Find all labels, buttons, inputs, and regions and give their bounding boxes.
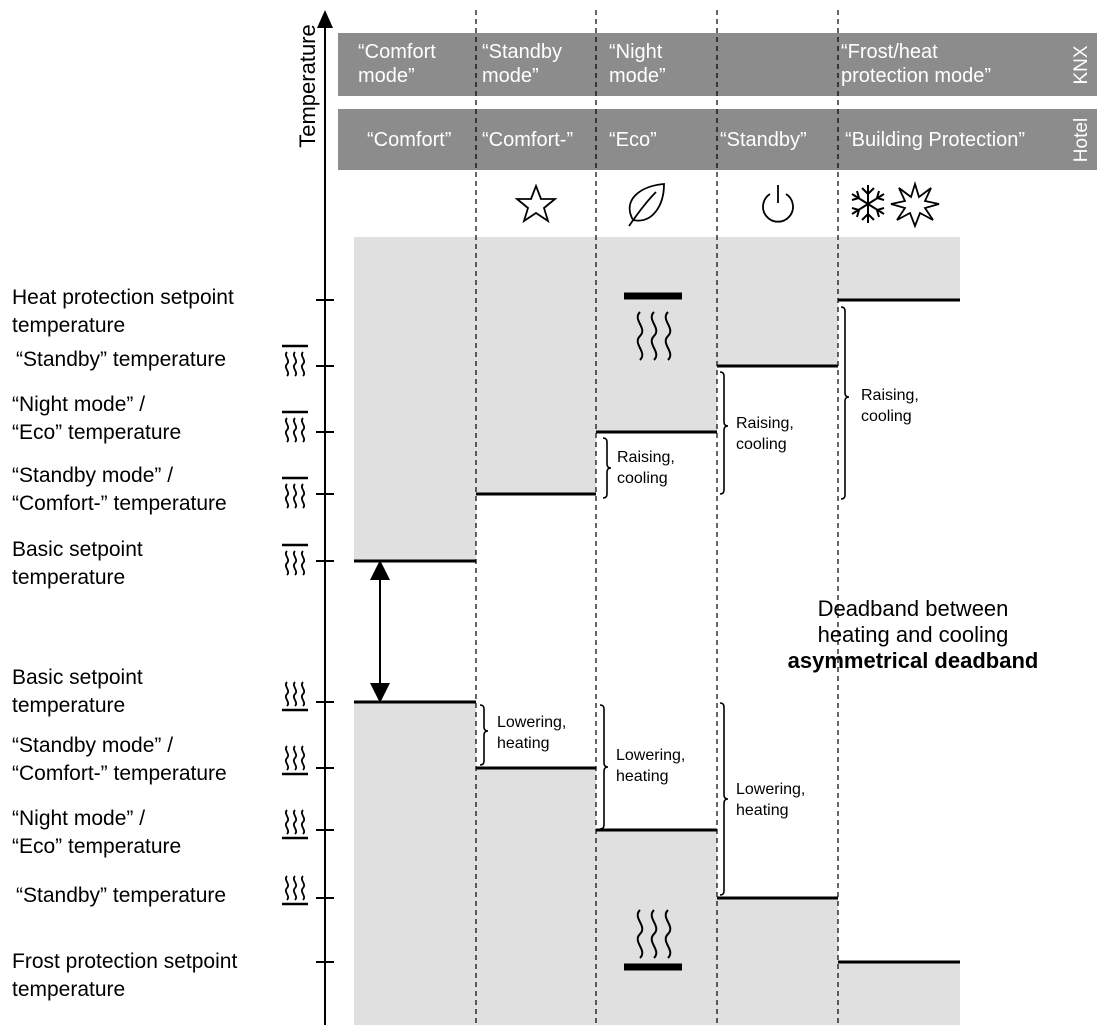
hotel-row-label: Hotel xyxy=(1071,117,1092,163)
setpoint-label-comfort-minus-heating: “Standby mode” /“Comfort-” temperature xyxy=(12,734,227,785)
cooling-icon xyxy=(282,543,308,576)
heating-icon xyxy=(282,875,308,906)
brace-note-heating: Lowering,heating xyxy=(616,747,686,785)
power-icon xyxy=(762,185,794,223)
knx-row-label: KNX xyxy=(1071,45,1092,85)
column-separators xyxy=(475,10,839,1025)
cooling-icon xyxy=(282,476,308,509)
heating-icon xyxy=(282,809,308,840)
deadband-type: asymmetrical deadband xyxy=(787,648,1039,673)
brace-note-heating: Lowering,heating xyxy=(736,781,806,819)
leaf-icon xyxy=(628,183,665,227)
hotel-mode-building-protection: “Building Protection” xyxy=(845,129,1026,151)
setpoint-label-eco-heating: “Night mode” /“Eco” temperature xyxy=(12,807,182,858)
brace-note-cooling: Raising,cooling xyxy=(861,387,919,425)
star-icon xyxy=(514,183,558,224)
brace-note-cooling: Raising,cooling xyxy=(736,415,794,453)
heating-icon xyxy=(282,681,308,712)
cooling-icon xyxy=(282,410,308,443)
setpoint-label-standby-cooling: “Standby” temperature xyxy=(16,348,227,371)
axis-ticks xyxy=(316,299,334,963)
setpoint-label-eco-cooling: “Night mode” /“Eco” temperature xyxy=(12,393,182,444)
hotel-mode-standby: “Standby” xyxy=(720,129,807,151)
setpoint-label-comfort-minus-cooling: “Standby mode” /“Comfort-” temperature xyxy=(12,464,227,515)
braces xyxy=(479,306,850,896)
setpoint-label-standby-heating: “Standby” temperature xyxy=(16,884,227,907)
heating-large-icon xyxy=(624,909,682,971)
temperature-axis xyxy=(317,10,333,1025)
temperature-axis-label: Temperature xyxy=(295,24,320,148)
heating-icon xyxy=(282,745,308,776)
heating-region xyxy=(354,702,960,1025)
brace-note-heating: Lowering,heating xyxy=(497,714,567,752)
snowflake-icon xyxy=(851,185,885,223)
sun-burst-icon xyxy=(890,180,940,229)
cooling-large-icon xyxy=(624,292,682,361)
hotel-mode-comfort-minus: “Comfort-” xyxy=(482,129,574,151)
brace-note-cooling: Raising,cooling xyxy=(617,449,675,487)
cooling-region xyxy=(354,237,960,561)
cooling-icon xyxy=(282,344,308,377)
deadband-description: Deadband between heating and cooling asy… xyxy=(787,596,1039,673)
hotel-mode-eco: “Eco” xyxy=(609,129,657,151)
hotel-mode-comfort: “Comfort” xyxy=(367,129,452,151)
